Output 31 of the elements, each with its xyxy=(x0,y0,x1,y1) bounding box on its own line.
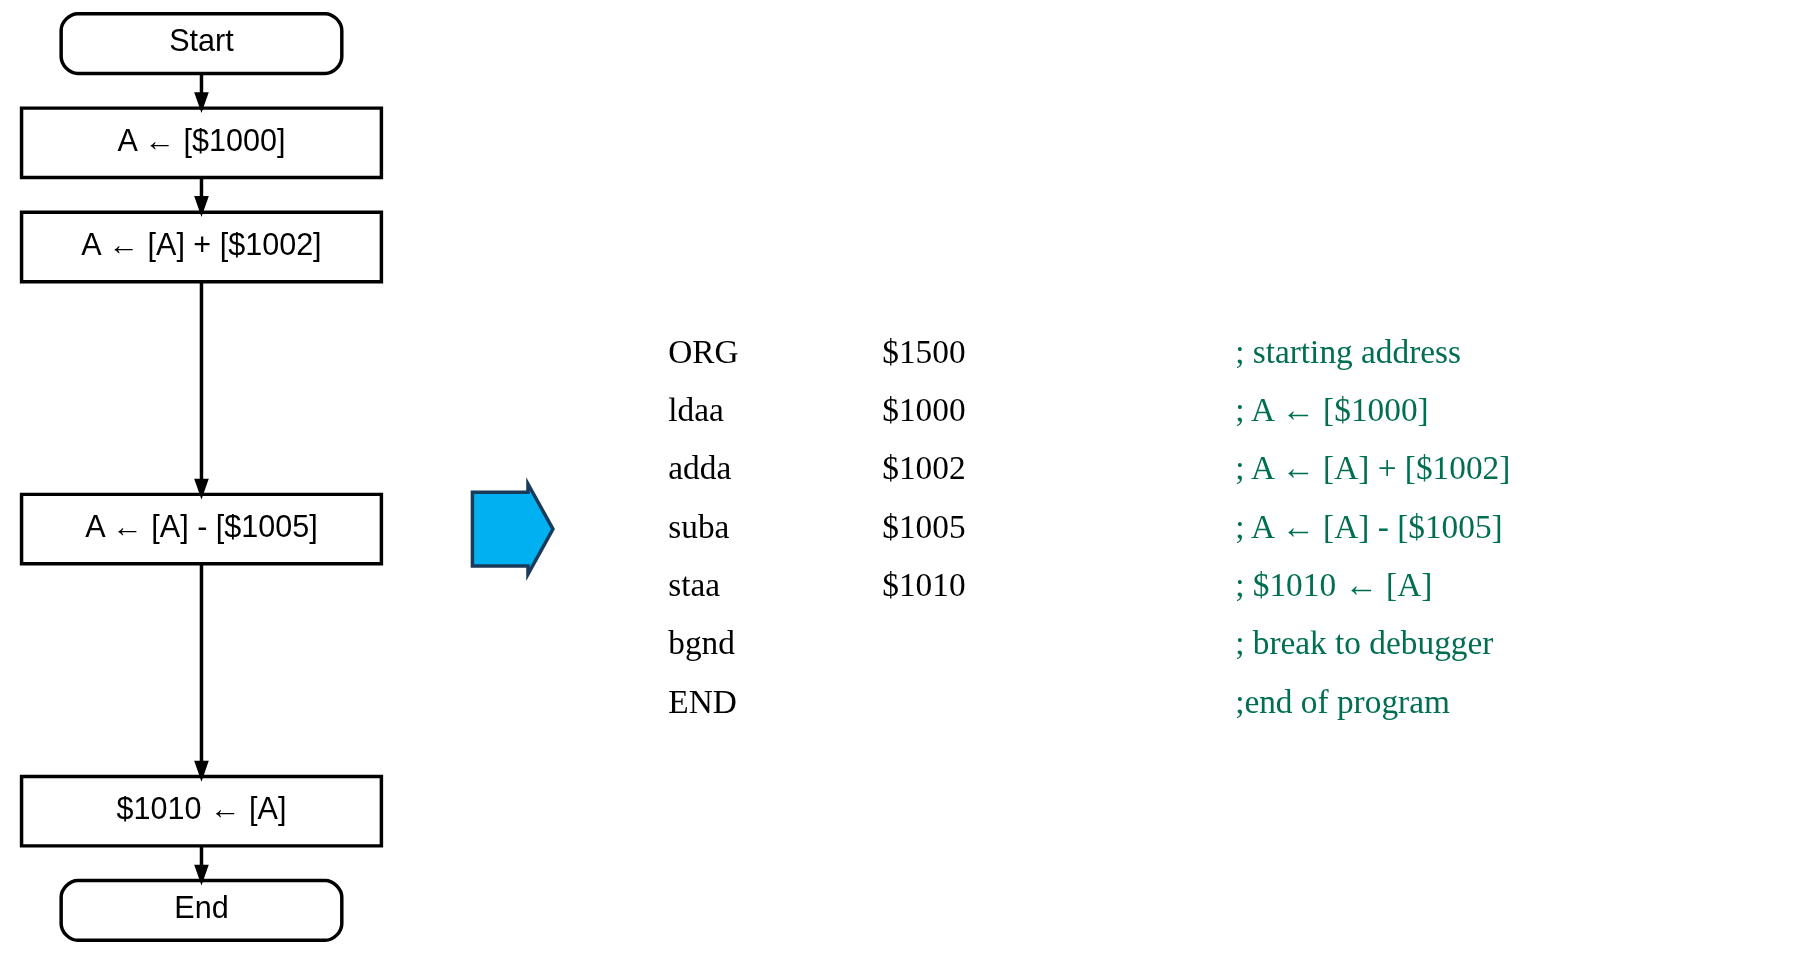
arrow xyxy=(194,846,209,886)
node-box: A ← [A] + [$1002] xyxy=(19,210,384,284)
arrow xyxy=(194,564,209,782)
label: END xyxy=(668,682,737,720)
label: ; $1010 ← [A] xyxy=(1235,566,1433,604)
label: staa xyxy=(668,566,721,604)
label: $1000 xyxy=(882,391,966,429)
label: ; A ← [$1000] xyxy=(1235,391,1429,429)
node-box: Start xyxy=(59,11,344,76)
label: ; A ← [A] - [$1005] xyxy=(1235,507,1503,545)
node-box: A ← [A] - [$1005] xyxy=(19,492,384,566)
label: ; break to debugger xyxy=(1235,624,1494,662)
arrow xyxy=(194,73,209,114)
label: bgnd xyxy=(668,624,735,662)
arrow xyxy=(194,178,209,217)
label: ldaa xyxy=(668,391,724,429)
node-arrow xyxy=(470,477,555,581)
node-box: A ← [$1000] xyxy=(19,106,384,180)
node-box: End xyxy=(59,878,344,943)
label: suba xyxy=(668,507,730,545)
label: $1500 xyxy=(882,332,966,370)
label: ; starting address xyxy=(1235,332,1461,370)
arrow xyxy=(194,282,209,500)
node-box: $1010 ← [A] xyxy=(19,774,384,848)
label: $1002 xyxy=(882,449,966,487)
label: $1005 xyxy=(882,507,966,545)
label: ; A ← [A] + [$1002] xyxy=(1235,449,1511,487)
label: adda xyxy=(668,449,732,487)
label: ;end of program xyxy=(1235,682,1450,720)
label: $1010 xyxy=(882,566,966,604)
label: ORG xyxy=(668,332,739,370)
